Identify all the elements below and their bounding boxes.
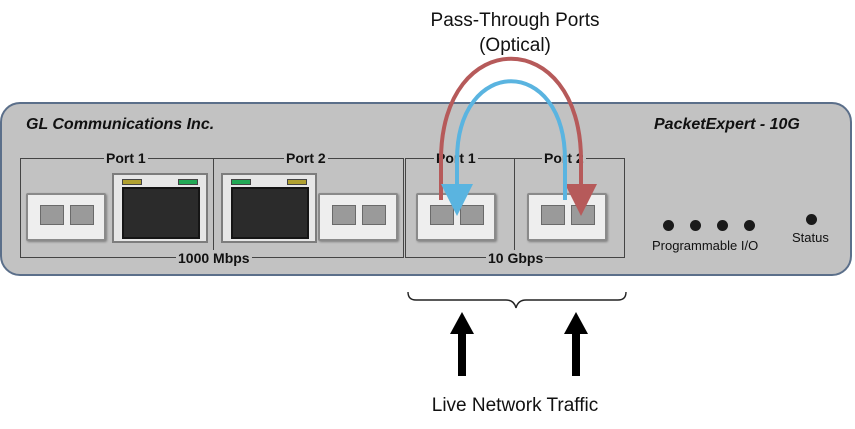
led-green-icon (231, 179, 251, 185)
io-led-4-icon (744, 220, 755, 231)
traffic-arrow-left-icon (450, 312, 474, 376)
status-led-icon (806, 214, 817, 225)
ethernet-jack-icon (231, 187, 309, 239)
led-amber-icon (122, 179, 142, 185)
rj45-port-1g-2 (221, 173, 317, 243)
port1-1g-label: Port 1 (104, 150, 148, 166)
pass-through-arc-inner (441, 79, 567, 216)
ethernet-jack-icon (122, 187, 200, 239)
port-divider-10g (514, 158, 515, 258)
speed-1g-label: 1000 Mbps (176, 250, 252, 266)
company-name: GL Communications Inc. (26, 116, 215, 133)
diagram-title-line2: (Optical) (479, 35, 551, 56)
bottom-caption: Live Network Traffic (431, 395, 599, 416)
led-green-icon (178, 179, 198, 185)
port2-1g-label: Port 2 (284, 150, 328, 166)
programmable-io-label: Programmable I/O (652, 238, 759, 253)
io-led-3-icon (717, 220, 728, 231)
sfp-port-1g-2 (318, 193, 398, 241)
io-led-2-icon (690, 220, 701, 231)
product-name: PacketExpert - 10G (654, 116, 800, 133)
rj45-port-1g-1 (112, 173, 208, 243)
status-label: Status (792, 230, 829, 245)
pass-through-arc-outer (439, 56, 597, 216)
speed-10g-label: 10 Gbps (486, 250, 546, 266)
traffic-arrow-right-icon (564, 312, 588, 376)
led-amber-icon (287, 179, 307, 185)
traffic-brace (407, 291, 627, 309)
port-divider-1g (213, 158, 214, 258)
io-led-1-icon (663, 220, 674, 231)
sfp-port-1g-1 (26, 193, 106, 241)
diagram-title-line1: Pass-Through Ports (430, 10, 600, 31)
